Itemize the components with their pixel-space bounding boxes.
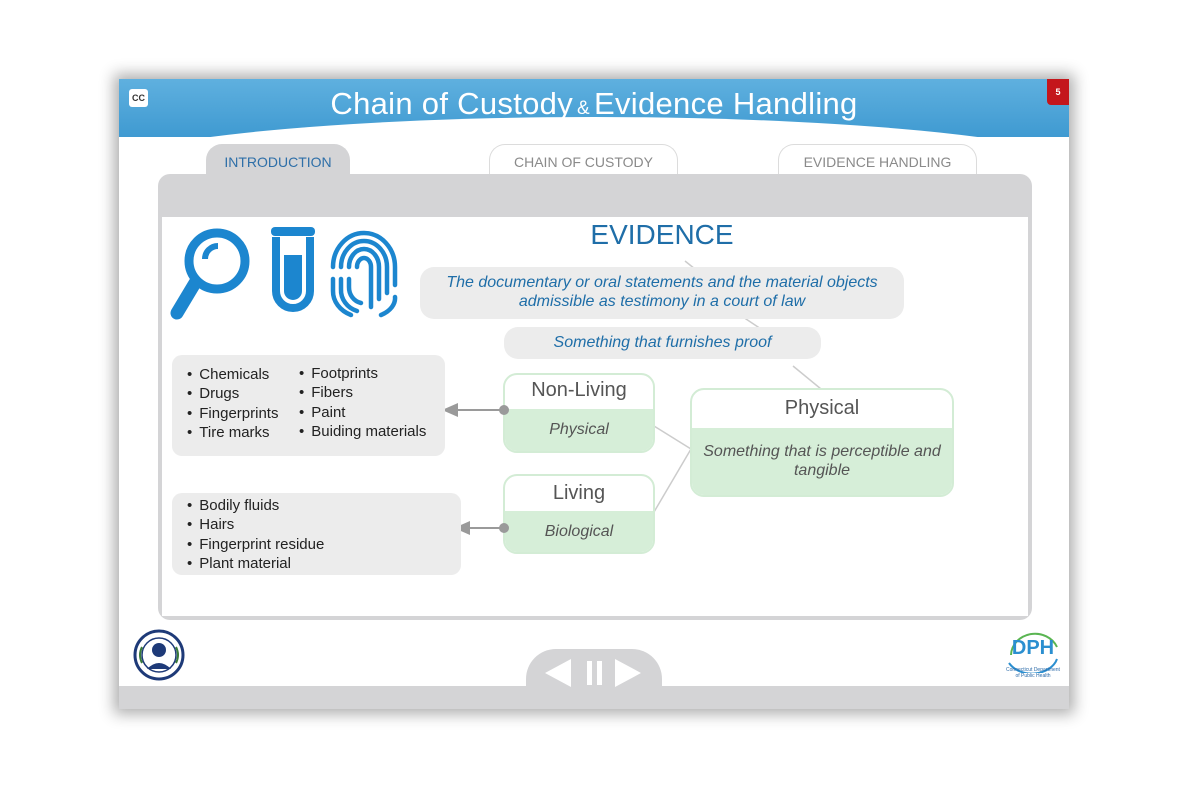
state-seal-logo: [133, 629, 185, 681]
living-title: Living: [552, 482, 606, 504]
list-item: Chemicals: [187, 365, 278, 384]
list-item: Plant material: [187, 554, 324, 573]
list-item: Fingerprint residue: [187, 535, 324, 554]
list-item: Footprints: [299, 364, 426, 383]
title-part-2: Evidence Handling: [593, 86, 858, 121]
title-part-1: Chain of Custody: [330, 86, 573, 121]
non-living-examples-col1: Chemicals Drugs Fingerprints Tire marks: [187, 365, 278, 442]
dph-logo: DPH Connecticut Department of Public Hea…: [1003, 629, 1063, 687]
non-living-arrow-line: [457, 409, 503, 411]
tab-evidence-handling[interactable]: EVIDENCE HANDLING: [778, 144, 977, 176]
living-arrow-line: [469, 527, 503, 529]
connector-lines: [653, 260, 822, 513]
test-tube-icon: [271, 227, 315, 312]
physical-card-title: Physical: [784, 397, 860, 419]
tab-introduction[interactable]: INTRODUCTION: [206, 144, 350, 176]
list-item: Bodily fluids: [187, 496, 324, 515]
magnifying-glass-icon: [170, 228, 250, 320]
evidence-proof-definition: Something that furnishes proof: [504, 327, 821, 359]
living-arrow-dot: [499, 523, 509, 533]
non-living-arrow-head: [442, 403, 458, 417]
non-living-arrow-dot: [499, 405, 509, 415]
list-item: Buiding materials: [299, 422, 426, 441]
living-card: Living Biological: [503, 474, 655, 554]
list-item: Drugs: [187, 384, 278, 403]
physical-card: Physical Something that is perceptible a…: [690, 388, 954, 497]
slide: Chain of Custody&Evidence Handling CC 5 …: [119, 79, 1069, 709]
living-subtitle: Biological: [505, 511, 653, 552]
title-ampersand: &: [577, 98, 590, 119]
dph-logo-arc: [1008, 632, 1058, 673]
list-item: Fibers: [299, 383, 426, 402]
previous-icon[interactable]: [545, 659, 571, 687]
dph-logo-caption: Connecticut Department of Public Health: [1006, 667, 1060, 679]
list-item: Paint: [299, 403, 426, 422]
dph-logo-text: DPH: [1011, 637, 1055, 659]
next-icon[interactable]: [615, 659, 641, 687]
list-item: Fingerprints: [187, 404, 278, 423]
page-number-badge: 5: [1047, 79, 1069, 105]
evidence-definition: The documentary or oral statements and t…: [420, 267, 904, 319]
fingerprint-icon: [330, 230, 398, 318]
living-examples-list: Bodily fluids Hairs Fingerprint residue …: [187, 496, 324, 573]
non-living-card: Non-Living Physical: [503, 373, 655, 453]
non-living-examples: Chemicals Drugs Fingerprints Tire marks …: [172, 355, 445, 456]
non-living-examples-col2: Footprints Fibers Paint Buiding material…: [299, 364, 426, 441]
pause-icon[interactable]: [587, 661, 603, 685]
tab-chain-of-custody[interactable]: CHAIN OF CUSTODY: [489, 144, 678, 176]
physical-card-description: Something that is perceptible and tangib…: [692, 428, 952, 495]
list-item: Tire marks: [187, 423, 278, 442]
closed-captions-button[interactable]: CC: [129, 89, 148, 107]
non-living-subtitle: Physical: [505, 409, 653, 451]
non-living-title: Non-Living: [531, 379, 627, 401]
living-examples: Bodily fluids Hairs Fingerprint residue …: [172, 493, 461, 575]
slide-title: Chain of Custody&Evidence Handling: [119, 86, 1069, 122]
evidence-heading: EVIDENCE: [590, 219, 734, 250]
list-item: Hairs: [187, 515, 324, 534]
